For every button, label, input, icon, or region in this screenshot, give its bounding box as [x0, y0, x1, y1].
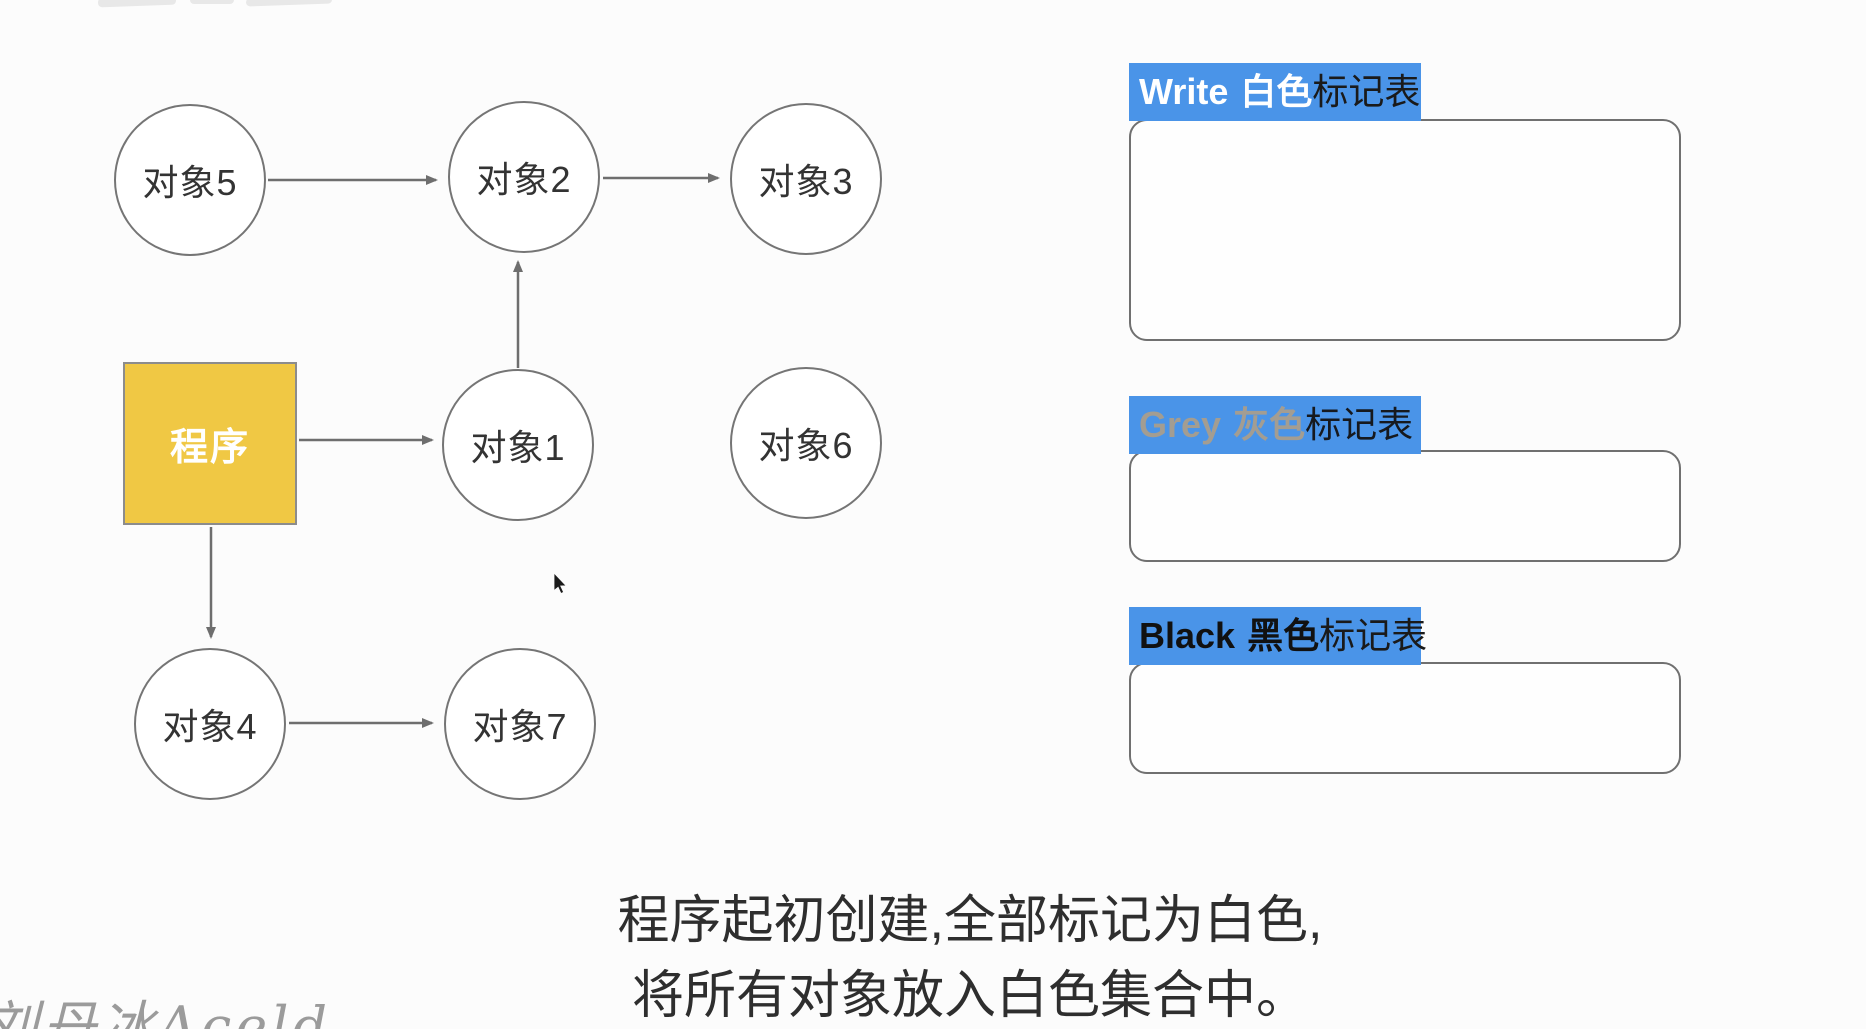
node-label: 对象7 — [472, 706, 568, 747]
topleft-cutoff-artifact — [245, 0, 333, 7]
grey-mark-table-label: Grey 灰色标记表 — [1129, 396, 1421, 454]
topleft-cutoff-artifact — [190, 0, 234, 4]
node-label: 对象4 — [162, 706, 258, 747]
node-label: 对象5 — [142, 162, 238, 203]
grey-label-cn: 灰色 — [1233, 404, 1306, 445]
caption-line-2: 将所有对象放入白色集合中。 — [631, 967, 1308, 1025]
caption-line-1: 程序起初创建,全部标记为白色, — [617, 892, 1323, 950]
black-label-cn: 黑色 — [1247, 615, 1320, 656]
node-label: 程序 — [169, 427, 250, 469]
node-object-4: 对象4 — [134, 648, 286, 800]
black-mark-table-box — [1129, 662, 1681, 774]
white-label-cn: 白色 — [1240, 71, 1313, 112]
grey-mark-table-box — [1129, 450, 1681, 562]
author-watermark: 刘丹冰Aceld — [0, 995, 332, 1029]
black-mark-table-label: Black 黑色标记表 — [1129, 607, 1427, 665]
mouse-cursor-icon — [553, 573, 568, 595]
node-program: 程序 — [123, 362, 297, 525]
white-label-suffix: 标记表 — [1312, 71, 1421, 112]
black-label-suffix: 标记表 — [1319, 615, 1428, 656]
grey-label-suffix: 标记表 — [1305, 404, 1414, 445]
grey-label-en: Grey — [1139, 404, 1222, 445]
black-label-en: Black — [1139, 615, 1236, 656]
node-object-2: 对象2 — [448, 101, 600, 253]
node-label: 对象6 — [758, 425, 854, 466]
node-label: 对象1 — [470, 427, 566, 468]
topleft-cutoff-artifact — [97, 0, 177, 8]
white-mark-table-box — [1129, 119, 1681, 341]
node-label: 对象3 — [758, 161, 854, 202]
node-object-5: 对象5 — [114, 104, 266, 256]
node-object-7: 对象7 — [444, 648, 596, 800]
node-object-1: 对象1 — [442, 369, 594, 521]
node-object-3: 对象3 — [730, 103, 882, 255]
white-label-en: Write — [1139, 71, 1229, 112]
white-mark-table-label: Write 白色标记表 — [1129, 63, 1421, 121]
node-label: 对象2 — [476, 159, 572, 200]
caption: 程序起初创建,全部标记为白色, 将所有对象放入白色集合中。 — [520, 884, 1420, 1029]
node-object-6: 对象6 — [730, 367, 882, 519]
